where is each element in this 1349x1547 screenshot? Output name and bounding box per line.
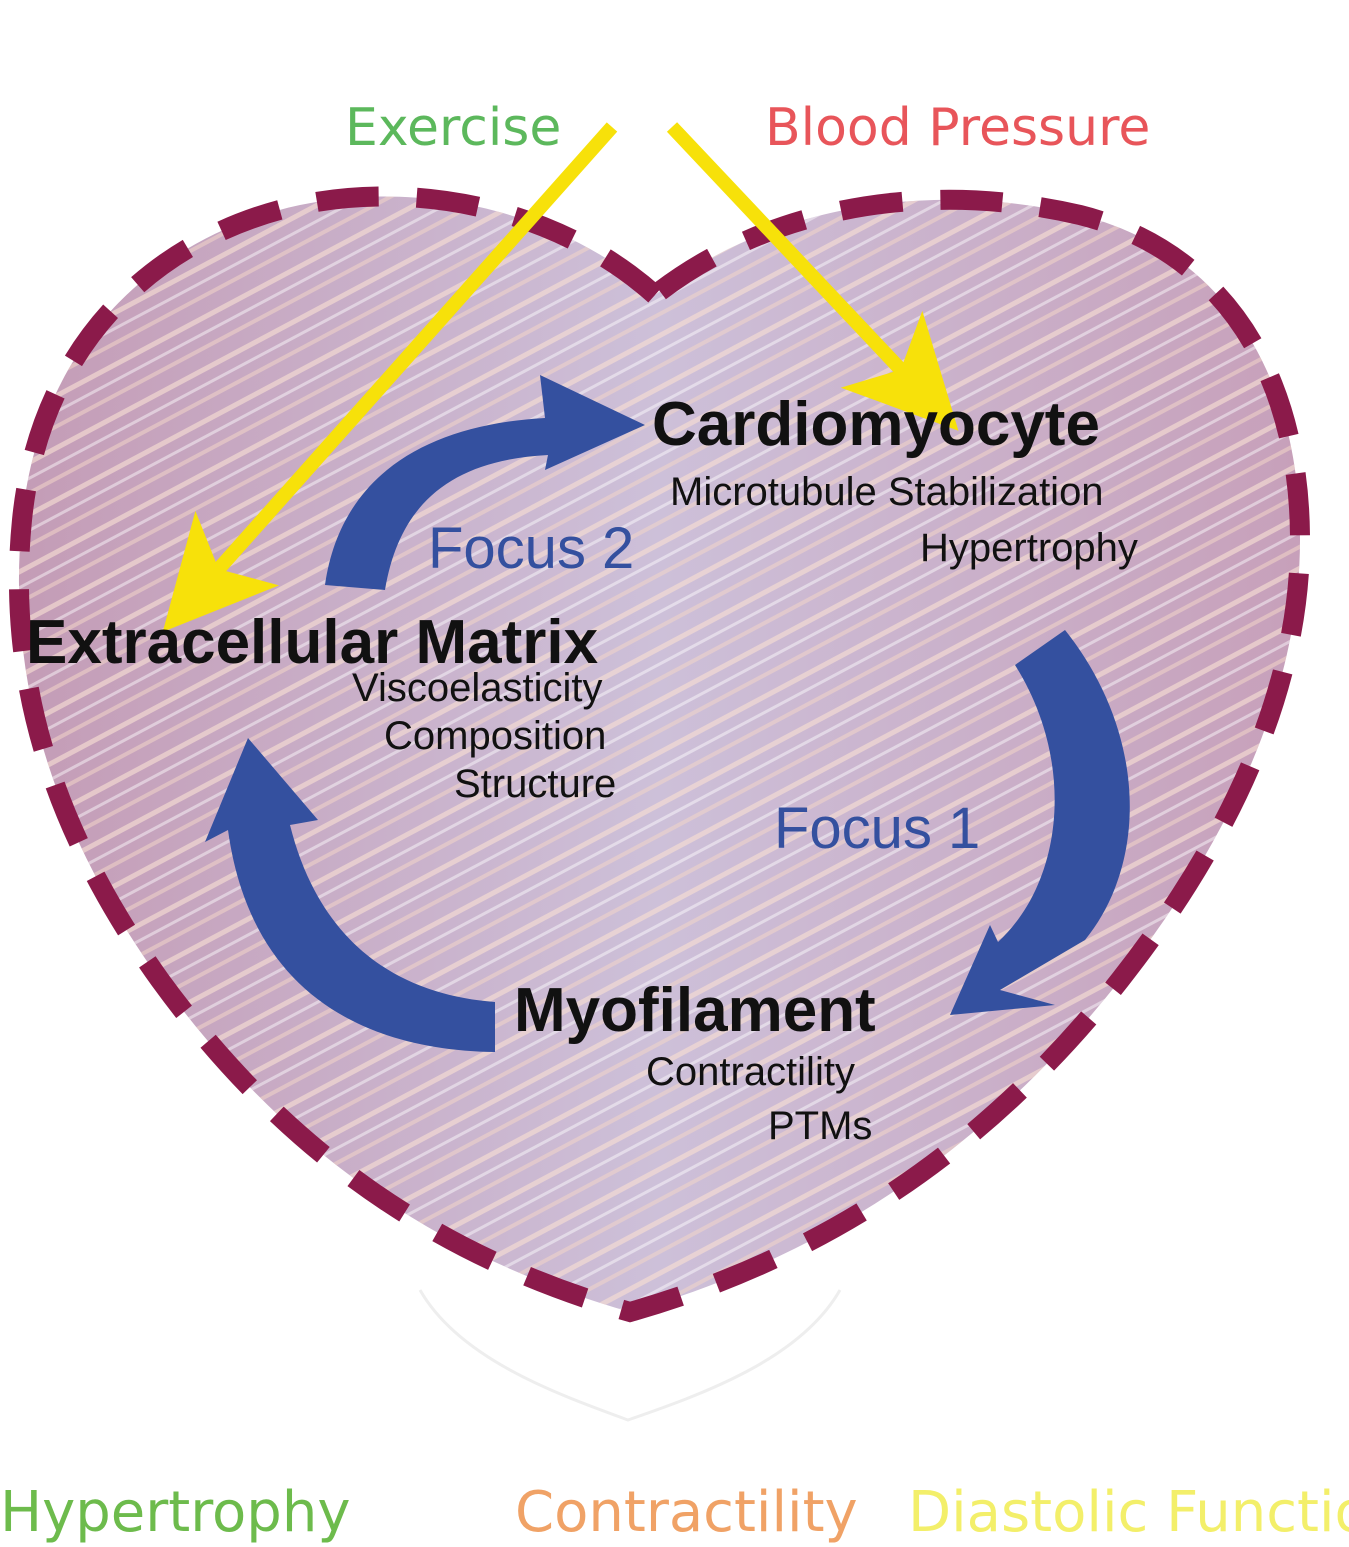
cardiomyocyte-title: Cardiomyocyte [652,390,1100,459]
myofilament-item: Contractility [646,1050,855,1094]
cardiomyocyte-item: Hypertrophy [920,526,1138,570]
bottom-notch [418,1289,842,1422]
ecm-item: Structure [454,762,617,806]
focus1-cycle-arrow [950,630,1130,1015]
return-cycle-arrow [205,738,495,1052]
heart-scribble-texture [18,196,1301,1312]
blood-pressure-input-arrow [666,122,959,431]
focus2-cycle-arrow [325,375,645,590]
ecm-item: Viscoelasticity [352,666,603,710]
myofilament-item: PTMs [768,1104,873,1148]
blood-pressure-label: Blood Pressure [765,98,1151,158]
exercise-input-arrow [162,122,618,632]
contractility-outcome-label: Contractility [515,1480,858,1545]
ecm-item: Composition [384,714,607,758]
myofilament-title: Myofilament [514,976,876,1045]
cardiomyocyte-item: Microtubule Stabilization [670,470,1104,514]
hypertrophy-outcome-label: Hypertrophy [0,1480,351,1545]
ecm-title: Extracellular Matrix [26,608,599,677]
heart-dashed-outline [8,186,1311,1323]
focus2-label: Focus 2 [428,516,635,581]
diastolic-function-outcome-label: Diastolic Function [908,1480,1349,1545]
exercise-label: Exercise [345,98,562,158]
focus1-label: Focus 1 [774,796,981,861]
